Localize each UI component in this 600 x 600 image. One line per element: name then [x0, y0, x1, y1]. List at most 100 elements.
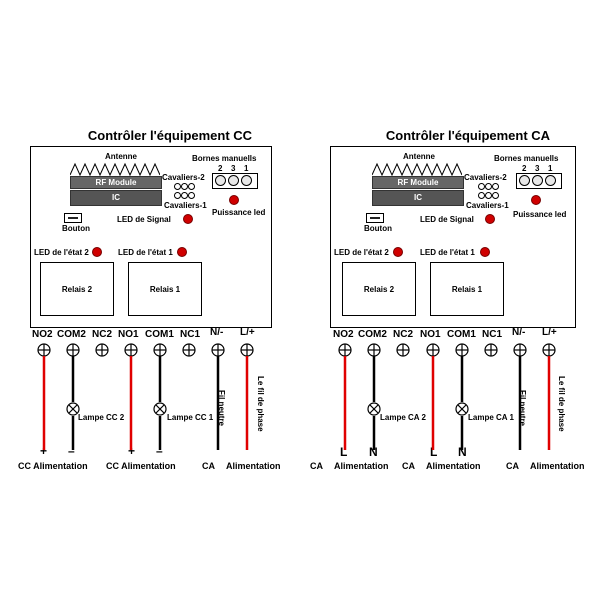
- jumper2-label: Cavaliers-2: [464, 173, 507, 182]
- terminal-label: NO1: [118, 329, 139, 340]
- screw-icon[interactable]: [519, 175, 530, 186]
- relay-1: Relais 1: [430, 262, 504, 316]
- antenna-icon: [372, 162, 462, 176]
- bottom-label: Alimentation: [334, 461, 389, 471]
- bottom-label: CA: [402, 461, 415, 471]
- antenna-label: Antenne: [403, 152, 435, 161]
- jumper2-pin[interactable]: [485, 183, 492, 190]
- terminal-number: 1: [548, 164, 553, 173]
- state-led-1: [480, 247, 490, 257]
- relay-1: Relais 1: [128, 262, 202, 316]
- signal-led-label: LED de Signal: [420, 215, 474, 224]
- screw-icon[interactable]: [545, 175, 556, 186]
- jumper1-pin[interactable]: [485, 192, 492, 199]
- left-title: Contrôler l'équipement CC: [87, 128, 253, 143]
- bottom-label: CC Alimentation: [106, 461, 176, 471]
- terminal-label: N/-: [210, 327, 224, 338]
- power-led: [531, 195, 541, 205]
- left-wires: [42, 356, 249, 450]
- polarity-minus: –: [68, 444, 75, 458]
- terminal-number: 2: [218, 164, 223, 173]
- lamp-label: Lampe CA 2: [380, 413, 426, 422]
- state-led-1-label: LED de l'état 1: [118, 248, 173, 257]
- state-led-2-label: LED de l'état 2: [334, 248, 389, 257]
- screw-icon[interactable]: [241, 175, 252, 186]
- jumper2-pin[interactable]: [188, 183, 195, 190]
- neutral-label: N: [369, 445, 378, 459]
- power-led-label: Puissance led: [212, 208, 266, 217]
- signal-led-label: LED de Signal: [117, 215, 171, 224]
- jumper2-pin[interactable]: [181, 183, 188, 190]
- jumper1-label: Cavaliers-1: [164, 201, 207, 210]
- state-led-1: [177, 247, 187, 257]
- button-label: Bouton: [364, 224, 392, 233]
- jumper1-label: Cavaliers-1: [466, 201, 509, 210]
- terminal-label: NC2: [92, 329, 113, 340]
- bottom-label: Alimentation: [226, 461, 281, 471]
- bottom-label: Alimentation: [530, 461, 585, 471]
- jumper2-pin[interactable]: [174, 183, 181, 190]
- antenna-label: Antenne: [105, 152, 137, 161]
- polarity-plus: +: [40, 444, 48, 458]
- terminal-label: COM1: [447, 329, 476, 340]
- state-led-1-label: LED de l'état 1: [420, 248, 475, 257]
- right-wires: [343, 356, 551, 450]
- jumper2-pin[interactable]: [478, 183, 485, 190]
- jumper2-label: Cavaliers-2: [162, 173, 205, 182]
- left-lamps: [66, 402, 167, 416]
- jumper1-pin[interactable]: [181, 192, 188, 199]
- screw-icon[interactable]: [215, 175, 226, 186]
- terminal-label: NC2: [393, 329, 414, 340]
- power-led-label: Puissance led: [513, 210, 567, 219]
- relay-2: Relais 2: [342, 262, 416, 316]
- ic-chip: IC: [70, 190, 162, 206]
- terminal-label: NO2: [333, 329, 354, 340]
- button-switch[interactable]: [366, 213, 384, 223]
- terminal-label: COM2: [57, 329, 86, 340]
- right-lamps: [367, 402, 469, 416]
- bottom-label: CA: [202, 461, 215, 471]
- screw-icon[interactable]: [228, 175, 239, 186]
- antenna-icon: [70, 162, 160, 176]
- polarity-minus: –: [156, 444, 163, 458]
- terminal-label: NC1: [482, 329, 503, 340]
- bottom-label: CA: [506, 461, 519, 471]
- lamp-label: Lampe CA 1: [468, 413, 514, 422]
- rf-module: RF Module: [70, 176, 162, 189]
- terminal-label: L/+: [542, 327, 557, 338]
- signal-led: [485, 214, 495, 224]
- neutral-label: N: [458, 445, 467, 459]
- ic-chip: IC: [372, 190, 464, 206]
- terminal-label: COM1: [145, 329, 174, 340]
- jumper1-pin[interactable]: [478, 192, 485, 199]
- state-led-2: [92, 247, 102, 257]
- terminal-number: 1: [244, 164, 249, 173]
- bottom-label: Alimentation: [426, 461, 481, 471]
- left-terminal-screws: [37, 343, 254, 357]
- right-title: Contrôler l'équipement CA: [385, 128, 551, 143]
- button-label: Bouton: [62, 224, 90, 233]
- terminal-label: NO1: [420, 329, 441, 340]
- lamp-label: Lampe CC 2: [78, 413, 125, 422]
- bottom-label: CA: [310, 461, 323, 471]
- terminal-label: COM2: [358, 329, 387, 340]
- right-terminal-screws: [338, 343, 556, 357]
- manual-terminals-label: Bornes manuells: [192, 154, 257, 163]
- state-led-2-label: LED de l'état 2: [34, 248, 89, 257]
- screw-icon[interactable]: [532, 175, 543, 186]
- rf-module: RF Module: [372, 176, 464, 189]
- manual-terminals-label: Bornes manuells: [494, 154, 559, 163]
- signal-led: [183, 214, 193, 224]
- jumper1-pin[interactable]: [174, 192, 181, 199]
- terminal-label: L/+: [240, 327, 255, 338]
- jumper1-pin[interactable]: [188, 192, 195, 199]
- terminal-number: 2: [522, 164, 527, 173]
- jumper2-pin[interactable]: [492, 183, 499, 190]
- terminal-number: 3: [535, 164, 540, 173]
- jumper1-pin[interactable]: [492, 192, 499, 199]
- line-label: L: [340, 445, 348, 459]
- button-switch[interactable]: [64, 213, 82, 223]
- line-label: L: [430, 445, 438, 459]
- polarity-plus: +: [128, 444, 136, 458]
